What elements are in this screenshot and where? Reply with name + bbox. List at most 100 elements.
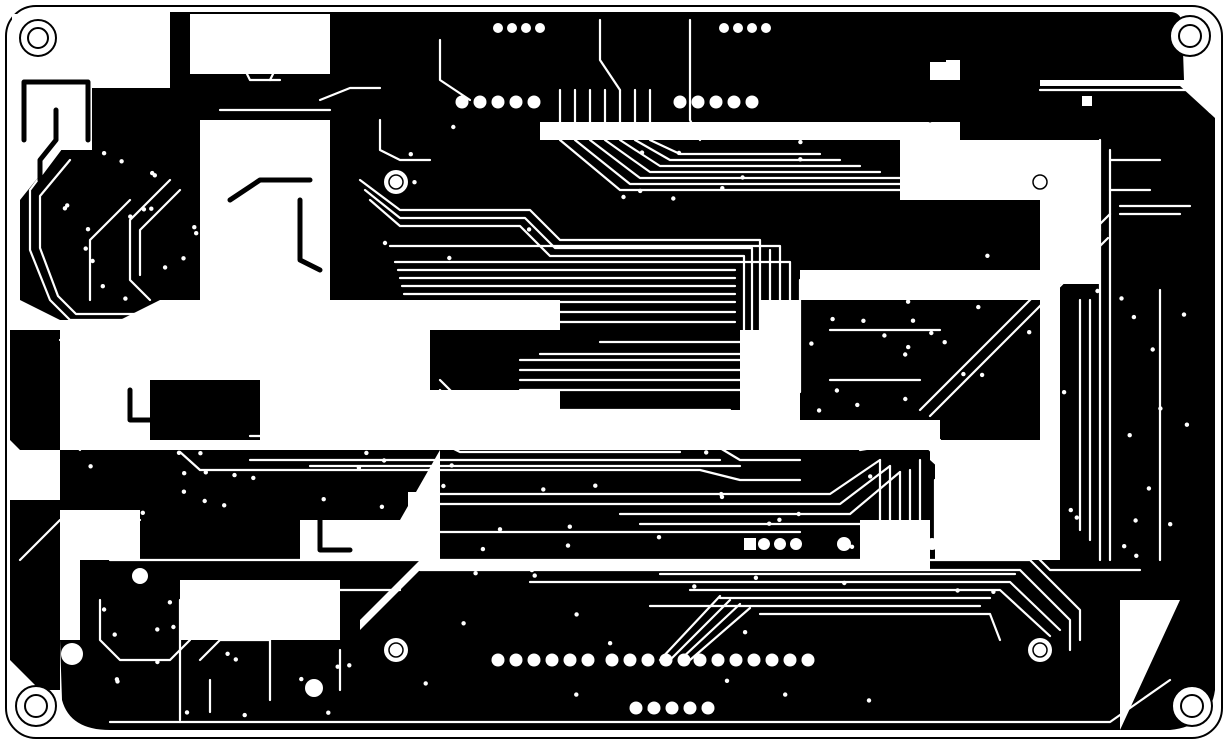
large-pad-1 [61,643,83,665]
copper-pour-right-lower [1040,560,1215,730]
via-34 [906,344,911,350]
pad-row-2-pad-1 [673,95,687,109]
via-110 [181,489,187,494]
pad-row-8-pad-5 [563,653,577,667]
thick-trace-left-wire [37,107,59,183]
via-50 [719,494,725,500]
via-58 [473,571,478,576]
bus-bottom-8 [758,612,1002,642]
bus-left-3 [88,198,132,302]
bus-left-2 [38,158,207,316]
bus-low-7 [618,470,902,516]
pad-row-5-pad-3 [970,184,982,196]
via-57 [532,573,537,578]
bus-low-1 [248,434,802,462]
via-112 [88,464,93,469]
via-78 [1061,390,1067,395]
pad-rows [207,23,982,715]
via-120 [198,451,203,456]
via-2 [408,152,413,157]
via-24 [910,318,916,323]
bus-diagonal-6 [633,88,842,162]
pad-row-7-pad-2 [908,538,920,550]
bus-top-9 [858,438,942,452]
copper-pour-middle-band [150,380,260,440]
copper-pour-left-upper [20,88,330,320]
bus-fan-3 [268,328,682,454]
via-125 [321,497,326,502]
test-point-3 [48,580,56,588]
via-77 [1083,265,1089,270]
via-69 [742,630,748,635]
thick-trace-top-right-hook [909,63,933,123]
bus-right-diag-1 [918,228,1102,412]
thick-trace-left-bracket [21,79,91,143]
via-94 [162,265,168,270]
bus-fan-2 [278,318,692,448]
via-40 [796,511,801,517]
mounting-hole-center-top-left [384,170,408,194]
via-20 [834,388,840,393]
pad-row-11-pad-5 [279,25,289,35]
large-pad-4 [837,537,851,551]
square-pads [408,60,1092,714]
clearance-top-connector-area [190,14,330,74]
via-122 [364,450,369,456]
via-140 [171,624,176,630]
pad-row-9-pad-5 [765,653,779,667]
bus-top-1 [438,38,472,102]
pad-row-1-pad-3 [491,95,505,109]
via-25 [942,340,947,345]
via-114 [202,498,207,504]
bus-bottom-2 [418,568,1072,652]
pad-row-12-pad-1 [605,653,619,667]
pad-row-6-pad-1 [758,538,770,550]
via-60 [991,589,996,594]
bus-diagonal-7 [648,88,822,156]
pad-row-10-pad-5 [701,701,715,715]
bus-h-2 [363,188,754,394]
via-56 [574,692,579,697]
via-10 [720,186,725,191]
via-32 [903,352,908,357]
via-49 [656,535,662,540]
test-point-1 [50,406,58,414]
via-103 [192,225,197,230]
via-31 [1027,330,1032,335]
bus-diagonal-2 [573,88,922,186]
pad-row-9-pad-3 [729,653,743,667]
via-53 [449,463,454,468]
via-41 [704,450,709,455]
pad-row-1-pad-5 [527,95,541,109]
via-15 [621,194,626,200]
pad-row-8-pad-4 [545,653,559,667]
via-87 [1127,433,1132,438]
bus-to-pads-4 [688,606,752,662]
mounting-hole-bottom-left [15,685,57,727]
clearance-ic-area [330,300,420,400]
via-108 [141,207,147,212]
pad-row-3-pad-3 [521,23,531,33]
via-27 [830,316,835,322]
pad-row-3-pad-2 [507,23,517,33]
pad-row-10-pad-4 [683,701,697,715]
via-1 [671,196,676,201]
via-76 [1069,166,1074,171]
pad-row-11-pad-4 [261,25,271,35]
via-68 [692,584,697,589]
mounting-hole-top-left [19,19,57,57]
bus-top-7 [318,86,382,102]
bus-bl-2 [98,588,402,662]
square-pad-4 [744,538,756,550]
via-83 [1150,347,1155,352]
via-70 [423,681,428,686]
pad-row-12-pad-4 [659,653,673,667]
pad-row-4-pad-1 [719,23,729,33]
bus-bottom-3 [528,580,1062,632]
pad-row-11-pad-2 [225,25,235,35]
via-115 [176,450,182,455]
via-86 [1181,312,1187,317]
pad-row-2-pad-2 [691,95,705,109]
via-134 [167,600,173,605]
